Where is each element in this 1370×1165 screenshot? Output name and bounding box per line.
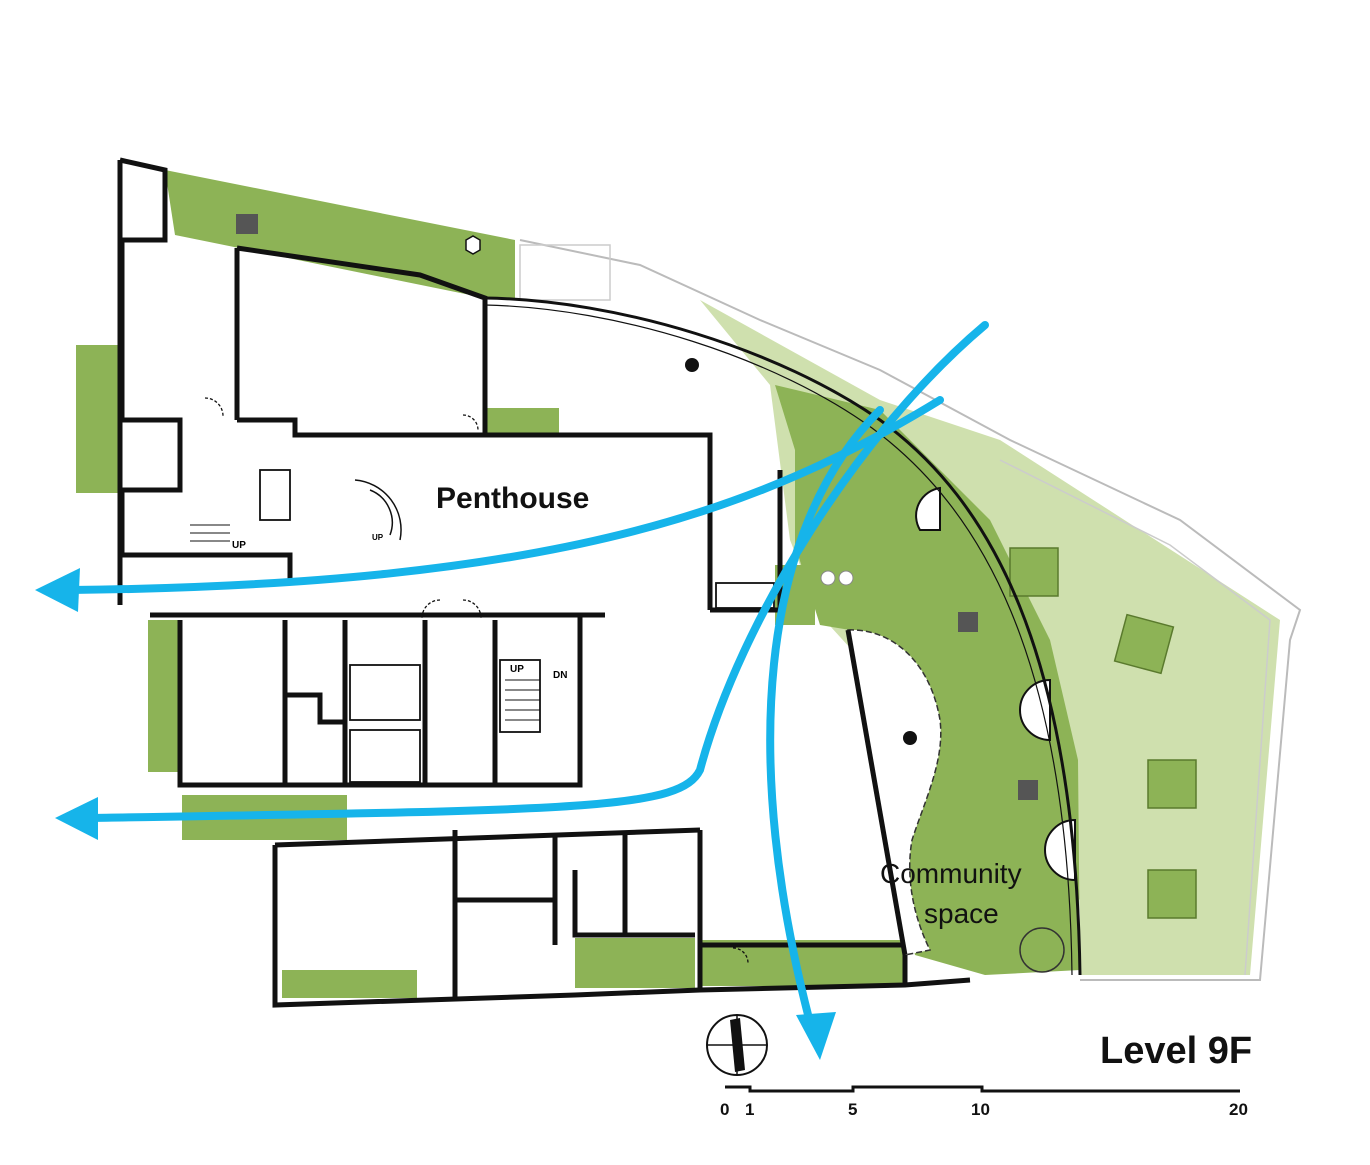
south-green-strip-2 [282, 970, 417, 998]
community-space-label-line2: space [924, 898, 999, 929]
arrow-path-south [766, 406, 884, 1034]
scale-bar [725, 1085, 1240, 1093]
stair-label-up-left: UP [232, 540, 246, 551]
west-green-strip [76, 345, 121, 493]
level-title: Level 9F [1100, 1030, 1253, 1072]
south-green-strip-3 [575, 938, 695, 988]
terrace-outline [519, 239, 1302, 981]
round-table [820, 570, 836, 586]
scale-tick-20: 20 [1229, 1100, 1248, 1119]
arrow-path-west [66, 396, 944, 594]
arrow-head-west [35, 568, 80, 612]
west-green-strip-2 [148, 620, 180, 772]
stair-label-up-core: UP [510, 664, 524, 675]
community-space-label-line1: Community [880, 858, 1022, 889]
hexagon-marker [465, 235, 481, 255]
arrow-head-south [796, 1012, 836, 1060]
planter-circle [1019, 927, 1065, 973]
column-dot-2 [685, 358, 699, 372]
curved-facade-inner [484, 304, 1073, 976]
stair-left [190, 524, 230, 542]
stair-label-up-spiral: UP [372, 533, 384, 542]
round-table-2 [838, 570, 854, 586]
penthouse-label: Penthouse [436, 482, 590, 515]
grate-2 [1018, 780, 1038, 800]
half-circle-seat [915, 486, 941, 531]
core-stair [505, 679, 540, 721]
scale-tick-1: 1 [745, 1100, 755, 1119]
arrow-path-southwest [86, 321, 989, 822]
half-circle-seat-2 [1019, 678, 1051, 742]
scale-tick-5: 5 [848, 1100, 858, 1119]
stair-label-dn-core: DN [553, 670, 567, 681]
terrace-green-box [487, 408, 559, 433]
walls [117, 157, 971, 1008]
terrace-outline-inner [999, 459, 1271, 976]
planter-box [519, 244, 611, 301]
north-arrow-icon [706, 1014, 768, 1076]
planter-grate [236, 214, 258, 234]
arrow-head-southwest [55, 797, 98, 840]
scale-tick-0: 0 [720, 1100, 730, 1119]
grate [958, 612, 978, 632]
circulation-arrows [66, 321, 989, 1034]
doors [204, 397, 749, 964]
north-garden-strip [165, 170, 515, 298]
curved-facade [484, 296, 1082, 976]
lounge-furniture [1009, 547, 1197, 919]
spiral-stair [354, 479, 402, 541]
community-space-floor [847, 629, 942, 956]
column-dot [903, 731, 917, 745]
scale-tick-10: 10 [971, 1100, 990, 1119]
